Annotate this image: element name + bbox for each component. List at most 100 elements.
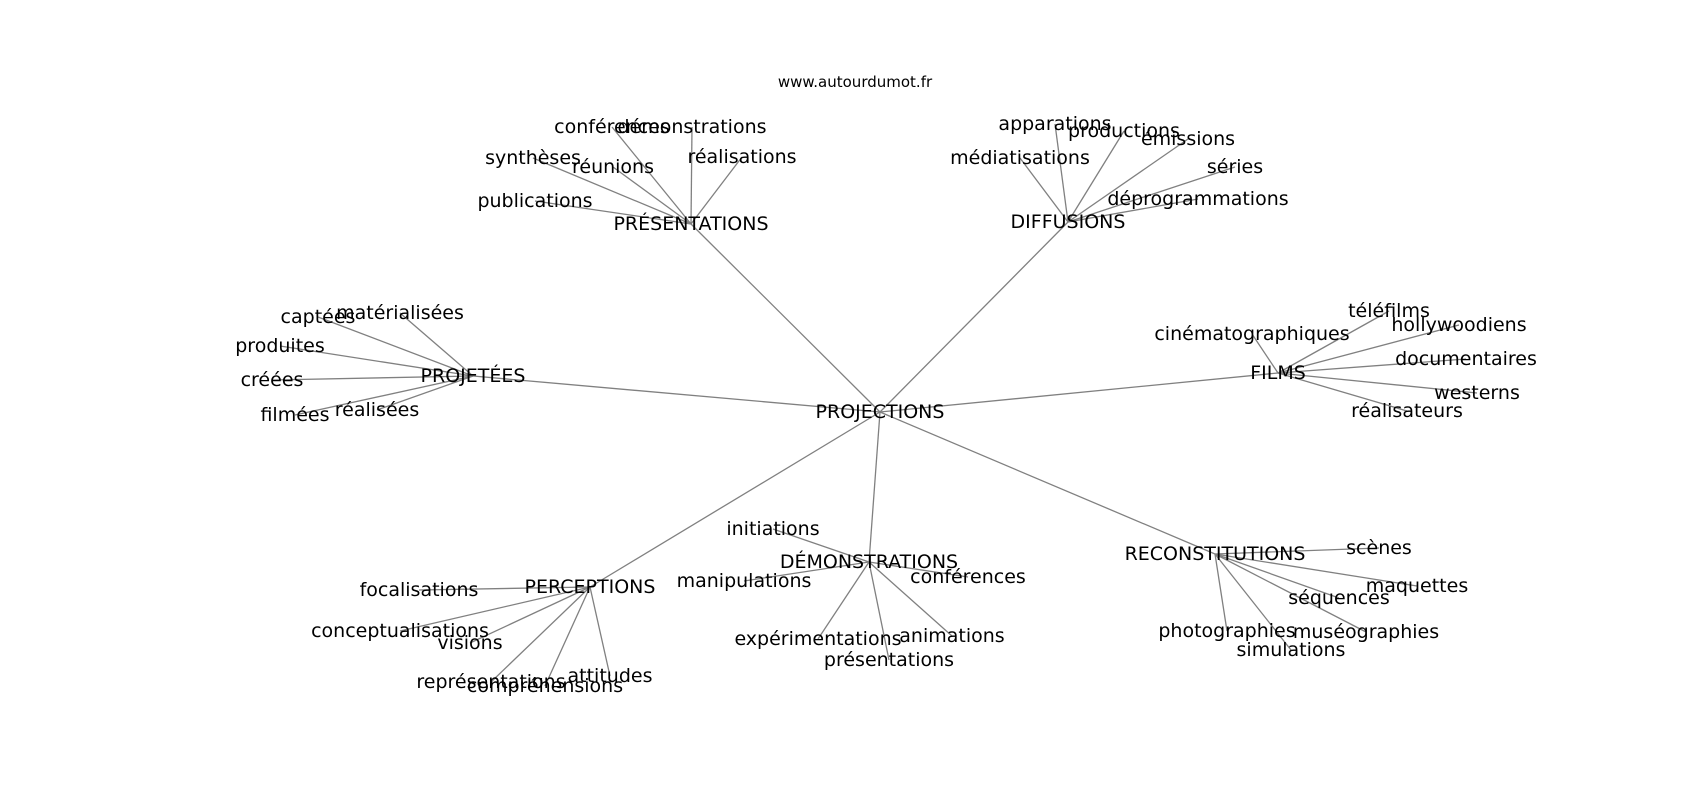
- leaf-node: compréhensions: [467, 675, 623, 697]
- leaf-node: émissions: [1141, 128, 1235, 150]
- leaf-node: expérimentations: [734, 628, 901, 650]
- leaf-node: synthèses: [485, 147, 581, 169]
- source-label: www.autourdumot.fr: [778, 73, 933, 91]
- leaf-node: démonstrations: [617, 116, 766, 138]
- edge-projetees-leaf: [271, 375, 474, 381]
- edge-projetees-leaf: [376, 375, 474, 411]
- edge-diffusions-leaf: [1067, 166, 1236, 223]
- edge-projetees-leaf: [279, 345, 474, 377]
- leaf-node: simulations: [1237, 639, 1346, 661]
- edge-reconstitutions-leaf: [1214, 553, 1367, 633]
- hub-node-presentations: PRÉSENTATIONS: [613, 212, 768, 235]
- leaf-node: représentations: [416, 671, 565, 693]
- edge-presentations-leaf: [612, 166, 692, 225]
- edge-root-presentations: [690, 223, 881, 413]
- leaf-node: maquettes: [1366, 575, 1468, 597]
- leaf-node: réunions: [572, 156, 654, 178]
- edge-presentations-leaf: [611, 126, 692, 225]
- edge-reconstitutions-leaf: [1214, 553, 1228, 632]
- leaf-node: conceptualisations: [311, 620, 489, 642]
- nodes: PROJECTIONSPRÉSENTATIONSconférencesdémon…: [235, 113, 1537, 697]
- leaf-node: attitudes: [568, 665, 653, 687]
- edge-presentations-leaf: [532, 157, 692, 225]
- leaf-node: conférences: [554, 116, 670, 138]
- edge-presentations-leaf: [534, 200, 692, 225]
- leaf-node: muséographies: [1293, 621, 1439, 643]
- leaf-node: téléfilms: [1348, 300, 1430, 322]
- edge-presentations-leaf: [690, 126, 693, 225]
- edge-demonstrations-leaf: [772, 528, 870, 563]
- hub-node-reconstitutions: RECONSTITUTIONS: [1125, 543, 1306, 565]
- edge-reconstitutions-leaf: [1214, 553, 1292, 651]
- edge-root-diffusions: [879, 221, 1069, 413]
- edge-diffusions-leaf: [1019, 157, 1069, 223]
- hub-node-projetees: PROJETÉES: [421, 364, 526, 387]
- edge-reconstitutions-leaf: [1214, 547, 1380, 555]
- leaf-node: produites: [235, 335, 325, 357]
- edge-root-projetees: [472, 375, 881, 413]
- leaf-node: publications: [477, 190, 592, 212]
- root-node: PROJECTIONS: [816, 401, 945, 423]
- edge-root-demonstrations: [868, 411, 881, 563]
- leaf-node: filmées: [260, 404, 329, 426]
- leaf-node: apparations: [998, 113, 1111, 135]
- leaf-node: westerns: [1434, 382, 1520, 404]
- edge-diffusions-leaf: [1067, 130, 1125, 223]
- edge-films-leaf: [1277, 310, 1390, 374]
- edge-perceptions-leaf: [418, 586, 591, 591]
- edge-projetees-leaf: [399, 312, 474, 377]
- leaf-node: scènes: [1346, 537, 1412, 559]
- edge-demonstrations-leaf: [868, 561, 890, 661]
- edge-diffusions-leaf: [1067, 138, 1189, 223]
- edge-films-leaf: [1277, 324, 1460, 374]
- edge-films-leaf: [1251, 333, 1279, 374]
- leaf-node: animations: [899, 625, 1004, 647]
- hub-node-diffusions: DIFFUSIONS: [1011, 211, 1126, 233]
- edge-perceptions-leaf: [399, 586, 591, 632]
- edge-films-leaf: [1277, 372, 1408, 412]
- leaf-node: séquences: [1288, 587, 1389, 609]
- leaf-node: visions: [437, 632, 502, 654]
- edge-demonstrations-leaf: [868, 561, 969, 578]
- edge-reconstitutions-leaf: [1214, 553, 1340, 599]
- leaf-node: présentations: [824, 649, 954, 671]
- leaf-node: photographies: [1158, 620, 1295, 642]
- hub-node-demonstrations: DÉMONSTRATIONS: [780, 550, 958, 573]
- edge-diffusions-leaf: [1067, 198, 1199, 223]
- hub-node-perceptions: PERCEPTIONS: [525, 576, 656, 598]
- edge-perceptions-leaf: [589, 586, 611, 677]
- leaf-node: captées: [281, 306, 356, 328]
- edge-demonstrations-leaf: [817, 561, 870, 640]
- edge-perceptions-leaf: [490, 586, 591, 683]
- edge-films-leaf: [1277, 372, 1478, 394]
- edge-diffusions-leaf: [1054, 123, 1069, 223]
- leaf-node: médiatisations: [950, 147, 1090, 169]
- leaf-node: productions: [1068, 120, 1180, 142]
- leaf-node: hollywoodiens: [1391, 314, 1526, 336]
- edge-perceptions-leaf: [469, 586, 591, 644]
- edge-root-films: [879, 372, 1279, 413]
- edge-films-leaf: [1277, 358, 1467, 374]
- leaf-node: réalisées: [335, 399, 419, 421]
- leaf-node: initiations: [726, 518, 819, 540]
- edge-projetees-leaf: [317, 316, 474, 377]
- leaf-node: créées: [241, 369, 304, 391]
- leaf-node: conférences: [910, 566, 1026, 588]
- leaf-node: réalisations: [687, 146, 796, 168]
- edge-demonstrations-leaf: [743, 561, 870, 582]
- leaf-node: déprogrammations: [1107, 188, 1288, 210]
- leaf-node: réalisateurs: [1351, 400, 1463, 422]
- leaf-node: manipulations: [677, 570, 812, 592]
- edge-projetees-leaf: [294, 375, 474, 416]
- leaf-node: séries: [1207, 156, 1263, 178]
- edge-root-perceptions: [589, 411, 881, 588]
- leaf-node: documentaires: [1395, 348, 1537, 370]
- leaf-node: cinématographiques: [1154, 323, 1349, 345]
- hub-node-films: FILMS: [1250, 362, 1306, 384]
- edge-reconstitutions-leaf: [1214, 553, 1418, 587]
- edges: [271, 123, 1478, 687]
- edge-perceptions-leaf: [544, 586, 591, 687]
- leaf-node: focalisations: [360, 579, 479, 601]
- edge-presentations-leaf: [690, 156, 743, 225]
